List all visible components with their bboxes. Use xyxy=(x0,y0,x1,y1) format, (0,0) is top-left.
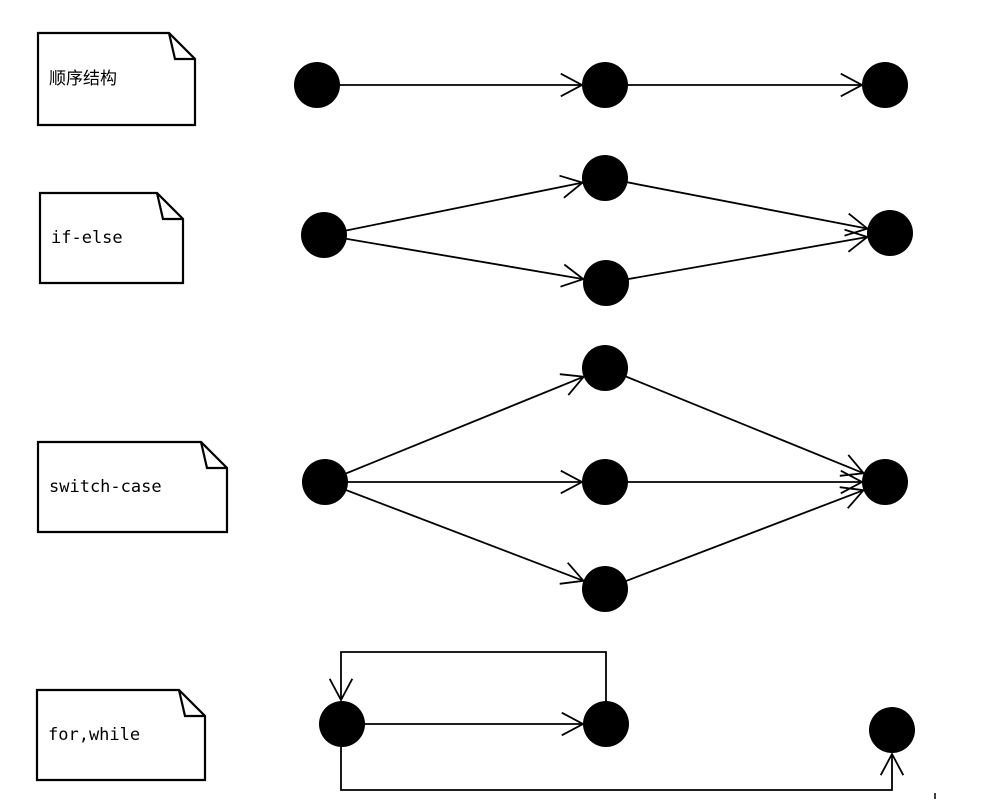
arrowhead-icon xyxy=(844,228,870,253)
flow-node xyxy=(582,345,628,391)
loop-edge xyxy=(340,651,607,701)
flow-node xyxy=(862,62,908,108)
row-switch-case: switch-case xyxy=(36,345,908,612)
arrowhead-icon xyxy=(844,212,870,237)
flow-node xyxy=(582,62,628,108)
arrowhead-icon xyxy=(839,486,866,509)
flow-edge xyxy=(604,367,865,475)
flow-edge xyxy=(323,181,583,236)
note-label: switch-case xyxy=(49,477,162,497)
note-shape xyxy=(36,31,197,127)
note-fold-icon xyxy=(155,192,183,221)
flow-node xyxy=(582,566,628,612)
flow-node xyxy=(582,459,628,505)
note-fold-icon xyxy=(199,441,227,470)
note-label: 顺序结构 xyxy=(49,69,117,89)
arrowhead-icon xyxy=(328,678,354,702)
flow-node xyxy=(319,701,365,747)
note-fold-icon xyxy=(167,32,195,61)
flow-edge xyxy=(324,375,585,483)
arrowhead-icon xyxy=(879,752,905,776)
flow-edge xyxy=(604,489,864,590)
row-loop: for,while xyxy=(35,651,915,791)
flow-node xyxy=(869,707,915,753)
flow-edge xyxy=(604,177,868,230)
flow-node xyxy=(862,459,908,505)
flow-node xyxy=(583,701,629,747)
note-shape xyxy=(35,688,207,782)
flow-edge xyxy=(605,236,868,284)
flow-node xyxy=(302,459,348,505)
flow-node xyxy=(583,260,629,306)
flow-node xyxy=(301,212,347,258)
arrowhead-icon xyxy=(559,562,586,585)
flow-edge xyxy=(323,234,584,280)
note-shape xyxy=(38,191,185,285)
row-sequence: 顺序结构 xyxy=(36,31,908,127)
flow-node xyxy=(867,210,913,256)
flow-node xyxy=(582,155,628,201)
note-label: if-else xyxy=(51,228,123,248)
note-label: for,while xyxy=(48,725,140,745)
row-if-else: if-else xyxy=(38,155,913,306)
arrowhead-icon xyxy=(559,373,586,396)
flow-node xyxy=(294,62,340,108)
arrowhead-icon xyxy=(560,263,586,288)
note-shape xyxy=(36,440,229,534)
note-fold-icon xyxy=(177,689,205,718)
flow-edge xyxy=(324,481,584,582)
loop-edge xyxy=(340,747,893,791)
